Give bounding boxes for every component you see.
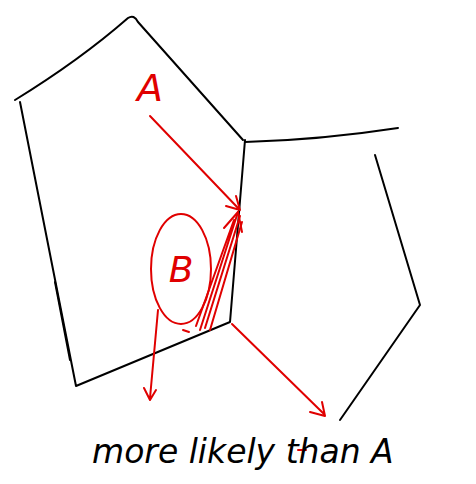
arrow-corner	[232, 324, 325, 416]
right-shape-top	[245, 128, 398, 142]
mark	[183, 330, 189, 332]
node-letter: B	[169, 249, 194, 290]
left-shape-sides	[20, 102, 245, 386]
left-shape-stroke	[55, 282, 70, 360]
leader-line	[144, 310, 158, 400]
note-text: more likely than A	[92, 432, 394, 471]
arrow-b-head	[224, 212, 242, 232]
arrow-a-head	[226, 196, 240, 210]
arrow-a	[150, 116, 238, 208]
circled-letter: B	[150, 213, 212, 325]
callout-letter: A	[137, 66, 163, 110]
right-shape-sides	[340, 155, 420, 420]
left-shape-top	[15, 17, 243, 140]
